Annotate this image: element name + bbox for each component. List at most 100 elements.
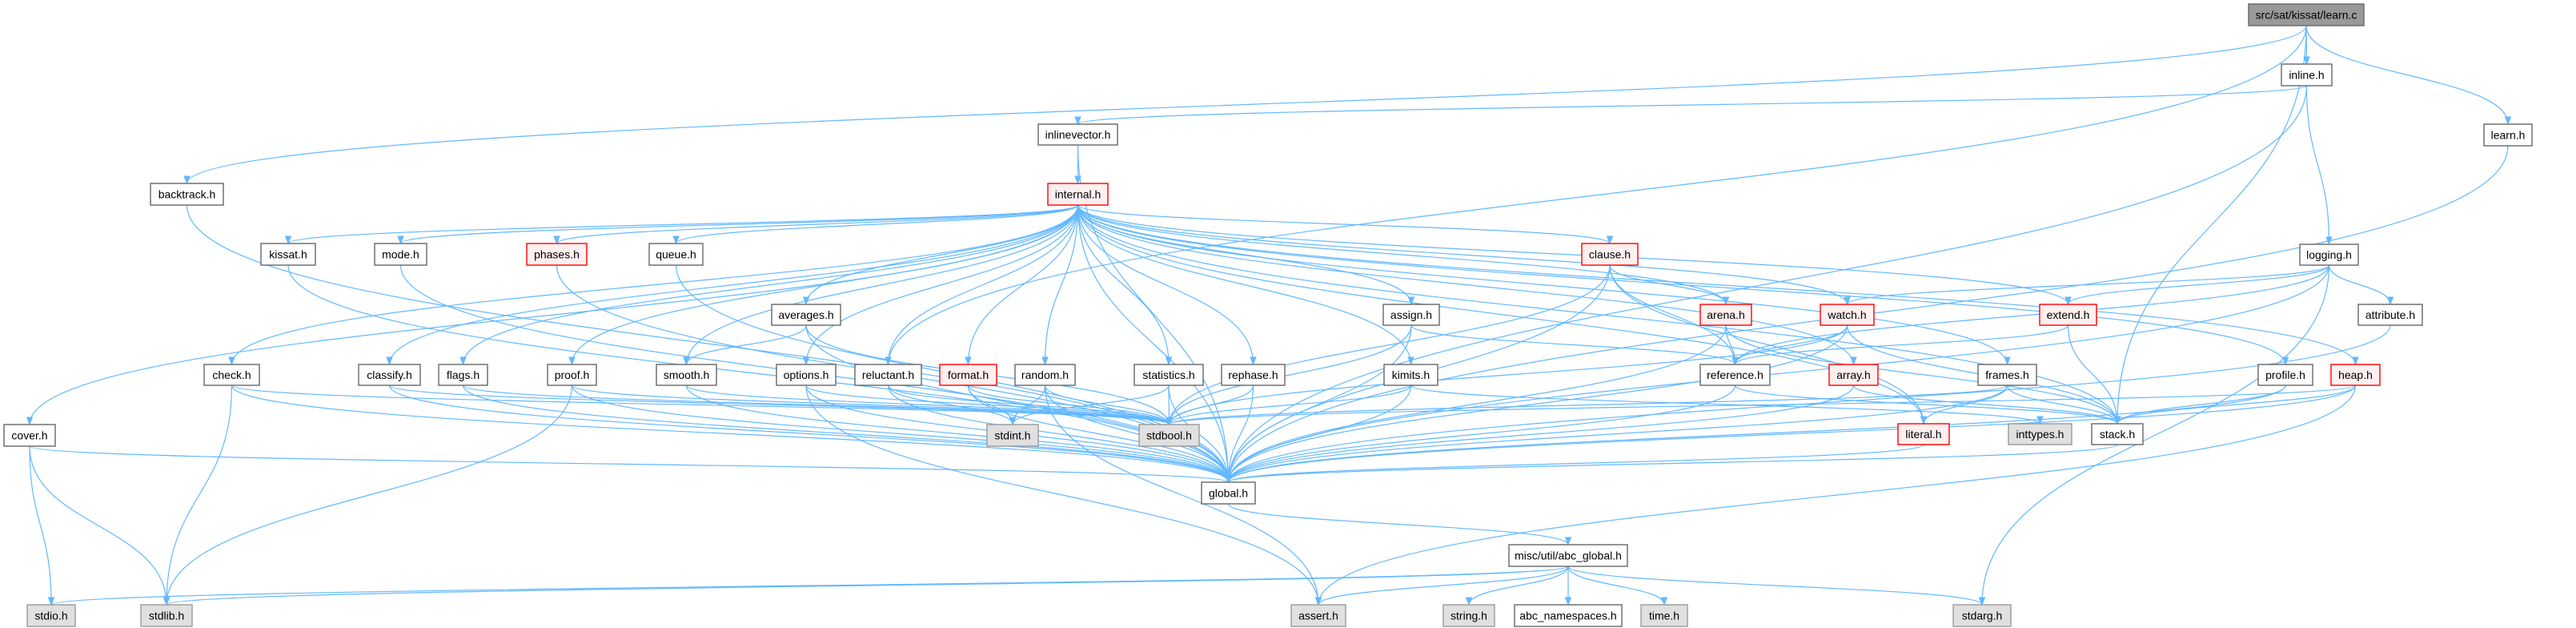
- edge-global_h-to-abc_global_h: [1227, 503, 1572, 546]
- node-stdio-h[interactable]: stdio.h: [26, 604, 76, 627]
- node-box: [1699, 364, 1771, 386]
- node-box: [2299, 244, 2359, 266]
- edge-learn_c-to-reluctant_h: [885, 25, 2307, 366]
- edge-internal_h-to-kimits_h: [1077, 204, 1414, 366]
- node-array-h[interactable]: array.h: [1828, 364, 1879, 386]
- edge-learn_c-to-backtrack_h: [183, 25, 2307, 185]
- node-label: cover.h: [11, 429, 47, 442]
- node-box: [2039, 304, 2097, 326]
- node-mode-h[interactable]: mode.h: [374, 243, 427, 266]
- node-label: misc/util/abc_global.h: [1515, 550, 1622, 562]
- node-averages-h[interactable]: averages.h: [771, 304, 841, 326]
- node-string-h[interactable]: string.h: [1442, 604, 1495, 627]
- node-statistics-h[interactable]: statistics.h: [1134, 364, 1204, 386]
- node-options-h[interactable]: options.h: [776, 364, 837, 386]
- node-box: [26, 604, 76, 627]
- node-classify-h[interactable]: classify.h: [358, 364, 421, 386]
- node-box: [771, 304, 841, 326]
- node-profile-h[interactable]: profile.h: [2257, 364, 2313, 386]
- node-label: literal.h: [1905, 428, 1941, 441]
- node-stdint-h[interactable]: stdint.h: [986, 424, 1039, 447]
- node-layer: src/sat/kissat/learn.c inline.h inlinevect…: [3, 3, 2533, 627]
- node-queue-h[interactable]: queue.h: [648, 243, 704, 266]
- node-stack-h[interactable]: stack.h: [2091, 423, 2144, 445]
- node-label: stdint.h: [994, 429, 1030, 442]
- node-arena-h[interactable]: arena.h: [1699, 304, 1752, 326]
- node-kimits-h[interactable]: kimits.h: [1383, 364, 1438, 386]
- edge-frames_h-to-global_h: [1225, 384, 2008, 484]
- node-phases-h[interactable]: phases.h: [526, 243, 588, 266]
- node-abc-global-h[interactable]: misc/util/abc_global.h: [1508, 544, 1628, 567]
- node-box: [1290, 604, 1346, 627]
- node-format-h[interactable]: format.h: [939, 364, 997, 386]
- node-heap-h[interactable]: heap.h: [2330, 364, 2381, 386]
- node-label: attribute.h: [2365, 308, 2415, 321]
- node-inline-h[interactable]: inline.h: [2281, 63, 2333, 87]
- edge-internal_h-to-profile_h: [1077, 204, 2289, 366]
- node-rephase-h[interactable]: rephase.h: [1221, 364, 1286, 386]
- node-smooth-h[interactable]: smooth.h: [656, 364, 717, 386]
- node-check-h[interactable]: check.h: [203, 364, 260, 386]
- node-box: [203, 364, 260, 386]
- node-attribute-h[interactable]: attribute.h: [2357, 304, 2423, 326]
- edge-abc_global_h-to-stdarg_h: [1567, 566, 1986, 606]
- node-stdarg-h[interactable]: stdarg.h: [1952, 604, 2012, 627]
- node-kissat-h[interactable]: kissat.h: [260, 243, 316, 266]
- node-label: flags.h: [447, 368, 479, 381]
- node-box: [374, 243, 427, 266]
- edge-internal_h-to-extend_h: [1077, 204, 2072, 306]
- node-inlinevector-h[interactable]: inlinevector.h: [1037, 123, 1118, 146]
- node-box: [1828, 364, 1879, 386]
- edge-internal_h-to-format_h: [965, 204, 1079, 366]
- node-learn-h[interactable]: learn.h: [2483, 123, 2533, 147]
- node-label: global.h: [1209, 487, 1248, 500]
- node-label: statistics.h: [1142, 368, 1194, 381]
- edge-reluctant_h-to-stdint_h: [887, 384, 1017, 426]
- edge-assign_h-to-global_h: [1225, 324, 1412, 484]
- node-label: learn.h: [2491, 129, 2526, 142]
- node-flags-h[interactable]: flags.h: [438, 364, 488, 386]
- node-label: averages.h: [778, 308, 833, 321]
- node-cover-h[interactable]: cover.h: [3, 424, 56, 447]
- node-abc-namespaces-h[interactable]: abc_namespaces.h: [1514, 604, 1623, 627]
- node-box: [1581, 243, 1639, 266]
- node-box: [150, 183, 224, 206]
- node-learn-c[interactable]: src/sat/kissat/learn.c: [2248, 3, 2365, 26]
- node-stdlib-h[interactable]: stdlib.h: [140, 604, 193, 627]
- node-proof-h[interactable]: proof.h: [547, 364, 597, 386]
- node-internal-h[interactable]: internal.h: [1047, 183, 1109, 206]
- node-logging-h[interactable]: logging.h: [2299, 244, 2359, 266]
- node-random-h[interactable]: random.h: [1014, 364, 1076, 386]
- node-extend-h[interactable]: extend.h: [2039, 304, 2097, 326]
- node-literal-h[interactable]: literal.h: [1897, 423, 1950, 445]
- edge-logging_h-to-attribute_h: [2328, 264, 2394, 306]
- node-reference-h[interactable]: reference.h: [1699, 364, 1771, 386]
- node-watch-h[interactable]: watch.h: [1820, 304, 1875, 326]
- node-label: assert.h: [1298, 610, 1338, 622]
- node-label: watch.h: [1827, 308, 1866, 321]
- edge-frames_h-to-stdbool_h: [1166, 384, 2008, 426]
- edge-internal_h-to-assign_h: [1077, 204, 1415, 306]
- node-frames-h[interactable]: frames.h: [1977, 364, 2037, 386]
- node-box: [986, 424, 1039, 447]
- node-inttypes-h[interactable]: inttypes.h: [2008, 423, 2072, 445]
- edge-internal_h-to-kissat_h: [285, 204, 1079, 245]
- node-box: [2483, 123, 2533, 147]
- node-assign-h[interactable]: assign.h: [1382, 304, 1440, 326]
- edge-heap_h-to-global_h: [1225, 384, 2357, 484]
- node-reluctant-h[interactable]: reluctant.h: [854, 364, 922, 386]
- node-global-h[interactable]: global.h: [1201, 481, 1256, 505]
- edge-cover_h-to-global_h: [29, 445, 1232, 484]
- node-time-h[interactable]: time.h: [1640, 604, 1688, 627]
- edge-reluctant_h-to-global_h: [887, 384, 1232, 484]
- node-box: [1952, 604, 2012, 627]
- edge-options_h-to-stdbool_h: [805, 384, 1173, 426]
- node-box: [1508, 544, 1628, 567]
- node-stdbool-h[interactable]: stdbool.h: [1138, 424, 1200, 447]
- node-assert-h[interactable]: assert.h: [1290, 604, 1346, 627]
- node-backtrack-h[interactable]: backtrack.h: [150, 183, 224, 206]
- edge-options_h-to-assert_h: [805, 384, 1322, 606]
- edge-logging_h-to-watch_h: [1844, 264, 2330, 306]
- node-clause-h[interactable]: clause.h: [1581, 243, 1639, 266]
- edge-statistics_h-to-stdint_h: [1009, 384, 1170, 426]
